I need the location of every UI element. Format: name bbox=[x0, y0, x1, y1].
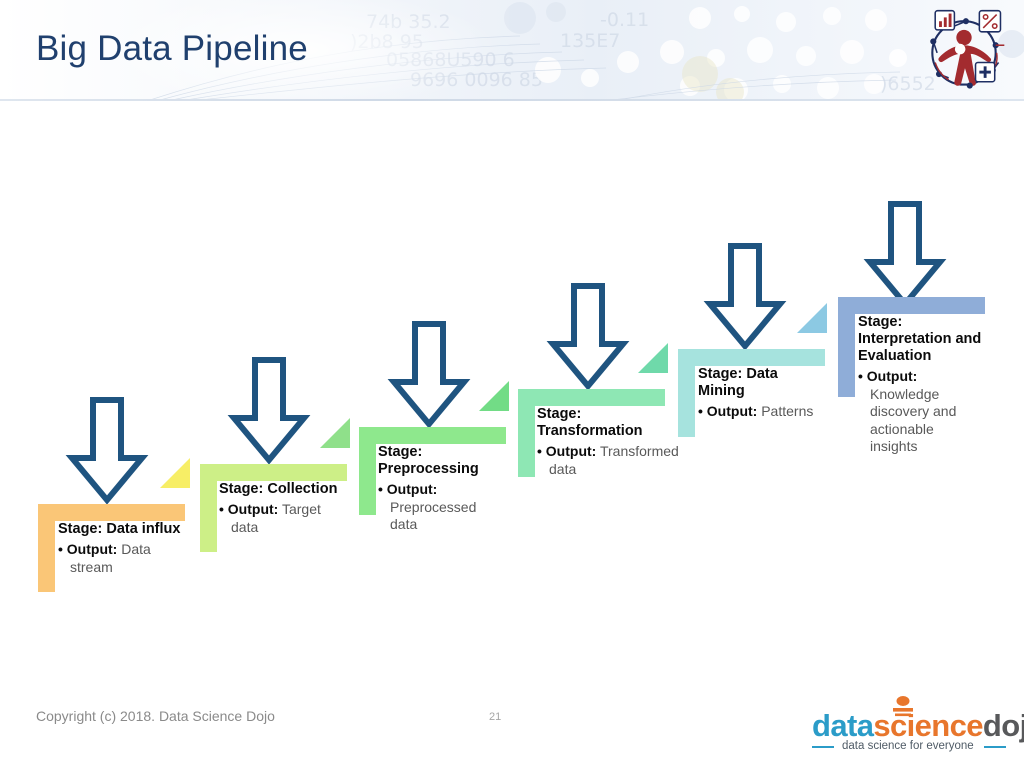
stage-output-label: Output: bbox=[66, 541, 118, 557]
datasciencedojo-wordmark: datasciencedojo data science for everyon… bbox=[812, 696, 1024, 754]
stage-text-block: Stage: Transformation • Output: Transfor… bbox=[537, 406, 682, 478]
tagline-dash-right bbox=[984, 746, 1006, 748]
stage-title: Stage: Data Mining bbox=[698, 366, 778, 399]
svg-text:135E7: 135E7 bbox=[560, 30, 620, 52]
ribbon-top-bar bbox=[200, 464, 347, 481]
stage-output-label: Output: bbox=[545, 443, 597, 459]
stage-output-label: Output: bbox=[227, 501, 279, 517]
data-science-dojo-logo-icon bbox=[930, 9, 1005, 89]
ribbon-fold-icon bbox=[320, 418, 350, 448]
svg-text:-0.11: -0.11 bbox=[600, 9, 649, 31]
ribbon-left-bar bbox=[200, 464, 217, 552]
logo-tagline: data science for everyone bbox=[842, 740, 974, 752]
ribbon-fold-icon bbox=[479, 381, 509, 411]
stage-output: • Output: Patterns bbox=[698, 403, 814, 419]
ribbon-fold-icon bbox=[797, 303, 827, 333]
ribbon-top-bar bbox=[838, 297, 985, 314]
pipeline-arrow-6 bbox=[863, 201, 947, 309]
stage-output: • Output: Data stream bbox=[58, 541, 151, 575]
stage-title: Stage: Interpretation and Evaluation bbox=[858, 314, 982, 364]
slide-footer: Copyright (c) 2018. Data Science Dojo 21… bbox=[0, 690, 1024, 768]
big-data-pipeline-diagram: Stage: Data influx • Output: Data stream… bbox=[0, 100, 1024, 690]
stage-text-block: Stage: Collection • Output: Target data bbox=[219, 481, 351, 536]
copyright-text: Copyright (c) 2018. Data Science Dojo bbox=[36, 708, 275, 724]
ribbon-left-bar bbox=[359, 427, 376, 515]
stage-output: • Output: Target data bbox=[219, 501, 321, 535]
stage-output: • Output: Knowledge discovery and action… bbox=[858, 368, 957, 455]
stage-output-value: Transformed data bbox=[549, 443, 679, 477]
stage-title: Stage: Transformation bbox=[537, 406, 643, 439]
stage-output: • Output: Preprocessed data bbox=[378, 481, 477, 533]
header-divider bbox=[0, 99, 1024, 101]
stage-title: Stage: Preprocessing bbox=[378, 444, 479, 477]
pipeline-arrow-5 bbox=[703, 243, 787, 351]
stage-title: Stage: Collection bbox=[219, 481, 338, 497]
stage-output-label: Output: bbox=[706, 403, 758, 419]
ribbon-left-bar bbox=[38, 504, 55, 592]
pipeline-arrow-1 bbox=[65, 397, 149, 505]
ribbon-top-bar bbox=[518, 389, 665, 406]
page-number: 21 bbox=[489, 711, 502, 723]
stage-output-label: Output: bbox=[866, 368, 918, 384]
ribbon-left-bar bbox=[678, 349, 695, 437]
svg-text:74b 35.2: 74b 35.2 bbox=[366, 11, 451, 33]
ribbon-top-bar bbox=[359, 427, 506, 444]
wordmark-part-dojo: dojo bbox=[982, 708, 1024, 743]
page-title: Big Data Pipeline bbox=[36, 29, 308, 68]
ribbon-left-bar bbox=[838, 297, 855, 397]
wordmark-part-data: data bbox=[812, 708, 874, 743]
ribbon-left-bar bbox=[518, 389, 535, 477]
stage-output-value: Target data bbox=[231, 501, 321, 535]
svg-text:9696 0096 85: 9696 0096 85 bbox=[410, 69, 543, 91]
slide-header-band: 74b 35.2 -0.11 )2b8 95 135E7 05868U590 6… bbox=[0, 0, 1024, 100]
ribbon-fold-icon bbox=[638, 343, 668, 373]
ribbon-fold-icon bbox=[160, 458, 190, 488]
stage-output-label: Output: bbox=[386, 481, 438, 497]
stage-output-value: Patterns bbox=[761, 403, 814, 419]
tagline-dash-left bbox=[812, 746, 834, 748]
stage-text-block: Stage: Preprocessing • Output: Preproces… bbox=[378, 444, 500, 534]
pipeline-arrow-3 bbox=[387, 321, 471, 429]
stage-title: Stage: Data influx bbox=[58, 521, 181, 537]
wordmark-part-science: science bbox=[873, 708, 983, 743]
stage-text-block: Stage: Data Mining • Output: Patterns bbox=[698, 366, 818, 421]
svg-text:05868U590 6: 05868U590 6 bbox=[386, 49, 515, 71]
stage-text-block: Stage: Data influx • Output: Data stream bbox=[58, 521, 190, 576]
stage-output: • Output: Transformed data bbox=[537, 443, 679, 477]
pipeline-arrow-4 bbox=[546, 283, 630, 391]
stage-output-value: Knowledge discovery and actionable insig… bbox=[870, 385, 957, 455]
wordmark-text: datasciencedojo bbox=[812, 708, 1024, 744]
stage-output-value: Data stream bbox=[70, 541, 151, 575]
svg-text:)2b8 95: )2b8 95 bbox=[350, 31, 424, 53]
pipeline-arrow-2 bbox=[227, 357, 311, 465]
ribbon-top-bar bbox=[678, 349, 825, 366]
stage-text-block: Stage: Interpretation and Evaluation • O… bbox=[858, 314, 982, 456]
logo-torii-icon bbox=[893, 696, 913, 717]
stage-output-value: Preprocessed data bbox=[390, 498, 477, 533]
ribbon-top-bar bbox=[38, 504, 185, 521]
